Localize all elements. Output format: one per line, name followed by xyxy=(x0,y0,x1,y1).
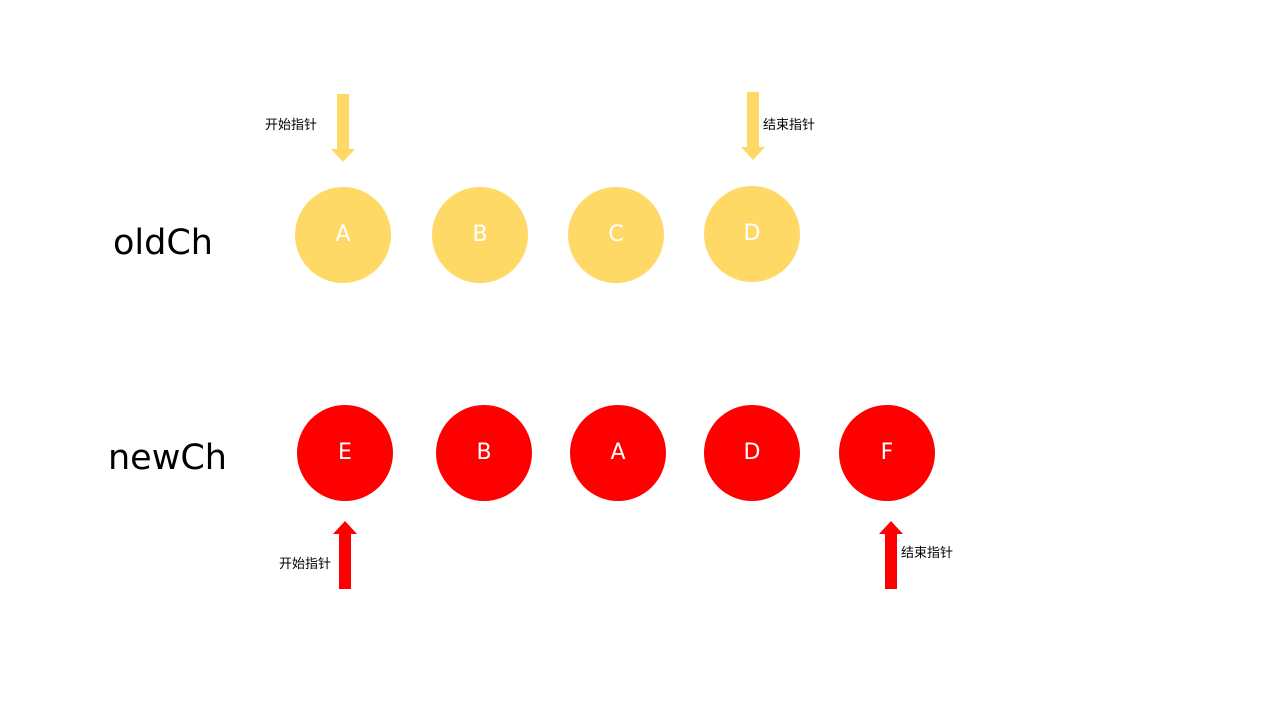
new-node-a: A xyxy=(570,405,666,501)
new-end-pointer-label: 结束指针 xyxy=(901,546,954,561)
new-children-label: newCh xyxy=(108,438,227,478)
old-start-pointer-arrow-icon xyxy=(331,94,355,162)
new-node-f: F xyxy=(839,405,935,501)
old-end-pointer-label: 结束指针 xyxy=(763,118,816,133)
old-node-d: D xyxy=(704,186,800,282)
new-node-b: B xyxy=(436,405,532,501)
new-node-d: D xyxy=(704,405,800,501)
new-start-pointer-arrow-icon xyxy=(333,521,357,589)
old-node-b: B xyxy=(432,187,528,283)
old-start-pointer-label: 开始指针 xyxy=(265,118,318,133)
old-node-c: C xyxy=(568,187,664,283)
new-start-pointer-label: 开始指针 xyxy=(279,557,332,572)
old-children-label: oldCh xyxy=(113,223,213,263)
new-end-pointer-arrow-icon xyxy=(879,521,903,589)
old-end-pointer-arrow-icon xyxy=(741,92,765,160)
old-node-a: A xyxy=(295,187,391,283)
new-node-e: E xyxy=(297,405,393,501)
